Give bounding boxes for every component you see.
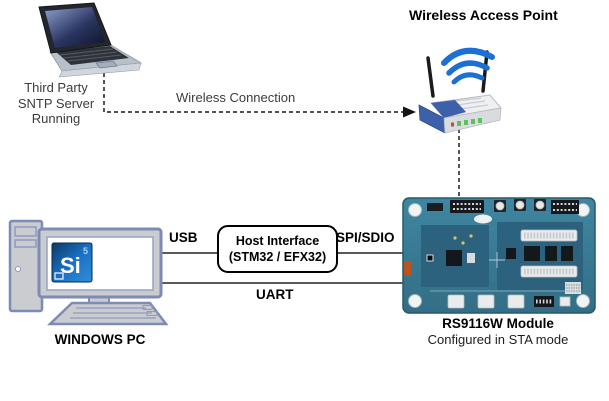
- window-glyph-icon: [54, 272, 64, 280]
- sntp-caption-line3: Running: [31, 111, 81, 126]
- si-logo-sup: 5: [83, 246, 88, 256]
- host-interface-line1: Host Interface: [235, 234, 320, 248]
- pcb-board-icon: [402, 197, 596, 314]
- module-title: RS9116W Module: [442, 316, 554, 331]
- sntp-caption-line1: Third Party: [24, 80, 88, 95]
- wireless-connection-dashed-line: [103, 66, 404, 113]
- spi-sdio-label: SPI/SDIO: [336, 230, 395, 245]
- module-caption: RS9116W Module Configured in STA mode: [400, 316, 596, 347]
- wireless-router-icon: [418, 47, 502, 134]
- host-interface-line2: (STM32 / EFX32): [228, 250, 327, 264]
- sntp-server-caption: Third Party SNTP Server Running: [6, 80, 106, 127]
- antenna-right: [481, 50, 489, 93]
- module-subtitle: Configured in STA mode: [427, 332, 569, 347]
- host-interface-box: Host Interface (STM32 / EFX32): [217, 225, 338, 273]
- router-blue-top: [431, 100, 466, 118]
- antenna-left: [426, 56, 435, 98]
- usb-label: USB: [169, 230, 198, 245]
- arrow-right-icon: [403, 106, 416, 118]
- uart-label: UART: [256, 287, 294, 302]
- windows-pc-caption: WINDOWS PC: [54, 332, 146, 347]
- si-logo-icon: Si 5: [51, 242, 93, 283]
- board-buttons: [494, 199, 546, 212]
- wireless-access-point-title: Wireless Access Point: [409, 7, 558, 23]
- desktop-pc-icon: Si 5: [8, 219, 169, 326]
- si-logo-text: Si: [60, 253, 81, 278]
- sntp-caption-line2: SNTP Server: [17, 95, 95, 111]
- router-led-red: [451, 122, 454, 127]
- router-leds: [457, 118, 482, 126]
- wireless-connection-label: Wireless Connection: [176, 90, 296, 105]
- wifi-signal-icon: [441, 47, 495, 85]
- laptop-icon: [38, 2, 143, 78]
